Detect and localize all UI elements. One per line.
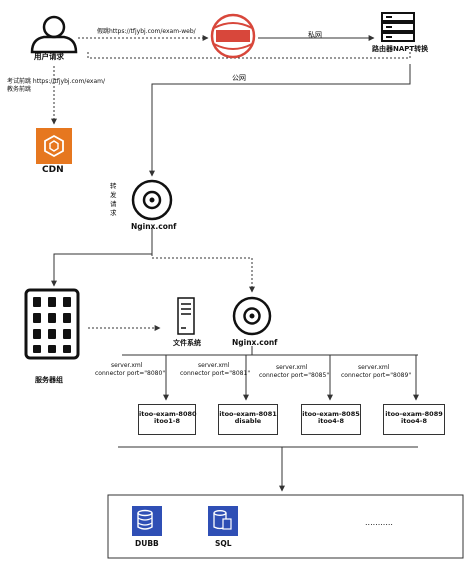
server-config-8085-port: connector port="8085" <box>259 372 330 379</box>
cdn-icon <box>36 128 72 164</box>
server-name-8089: itoo-exam-8089 <box>385 410 443 418</box>
dubb-label: DUBB <box>135 539 159 548</box>
server-group-label: 服务器组 <box>35 376 63 384</box>
forward-label-4: 求 <box>110 209 117 217</box>
dubb-db-icon <box>132 506 162 536</box>
edge-user-cdn-label-1: 考试前跳 https://tfjybj.com/exam/ <box>7 78 105 85</box>
edge-user-router-dotted <box>87 49 411 59</box>
server-box-8081[interactable]: itoo-exam-8081 disable <box>218 404 278 435</box>
dns-icon <box>210 13 256 59</box>
router-icon <box>381 12 415 42</box>
server-group-icon <box>24 288 80 360</box>
server-config-8089-port: connector port="8089" <box>341 372 412 379</box>
user-icon <box>30 15 78 54</box>
server-config-8080-file: server.xml <box>111 362 143 369</box>
server-box-8085[interactable]: itoo-exam-8085 itoo4-8 <box>301 404 361 435</box>
server-box-8089[interactable]: itoo-exam-8089 itoo4-8 <box>383 404 445 435</box>
public-net-label: 公网 <box>232 74 246 82</box>
server-config-8085-file: server.xml <box>276 364 308 371</box>
router-label: 路由器NAPT转换 <box>372 45 429 53</box>
server-detail-8081: disable <box>234 417 262 426</box>
file-system-label: 文件系统 <box>173 339 201 347</box>
edge-nginx-servergroup <box>51 228 153 287</box>
server-config-8080-port: connector port="8080" <box>95 370 166 377</box>
nginx-bottom-label: Nginx.conf <box>232 338 278 347</box>
forward-label-1: 转 <box>110 182 117 190</box>
edge-router-nginx <box>149 64 411 177</box>
sql-db-icon <box>208 506 238 536</box>
edge-nginx-nginx-dotted <box>151 230 255 293</box>
forward-label-3: 请 <box>110 200 117 208</box>
sql-label: SQL <box>215 539 232 548</box>
nginx-top-icon <box>131 179 173 221</box>
file-system-icon <box>177 297 195 335</box>
services-container <box>107 494 464 559</box>
user-label: 用户请求 <box>34 52 64 61</box>
nginx-bottom-icon <box>232 296 272 336</box>
nginx-top-label: Nginx.conf <box>131 222 177 231</box>
edge-user-dns-label: 假跳https://tfjybj.com/exam-web/ <box>97 28 196 35</box>
server-name-8081: itoo-exam-8081 <box>219 410 277 418</box>
edge-user-cdn-label-2: 教务前跳 <box>7 86 32 93</box>
server-name-8085: itoo-exam-8085 <box>302 410 360 418</box>
server-config-8081-file: server.xml <box>198 362 230 369</box>
server-detail-8085: itoo4-8 <box>317 417 344 426</box>
server-box-8080[interactable]: itoo-exam-8080 itoo1-8 <box>138 404 197 435</box>
server-config-8081-port: connector port="8081" <box>180 370 251 377</box>
more-services-ellipsis: ........... <box>365 518 393 527</box>
cdn-label: CDN <box>42 165 64 175</box>
forward-label-2: 发 <box>110 191 117 199</box>
edge-dns-router-label: 私网 <box>308 31 322 39</box>
server-name-8080: itoo-exam-8080 <box>139 410 197 418</box>
server-detail-8089: itoo4-8 <box>400 417 427 426</box>
server-detail-8080: itoo1-8 <box>153 417 180 426</box>
server-config-8089-file: server.xml <box>358 364 390 371</box>
